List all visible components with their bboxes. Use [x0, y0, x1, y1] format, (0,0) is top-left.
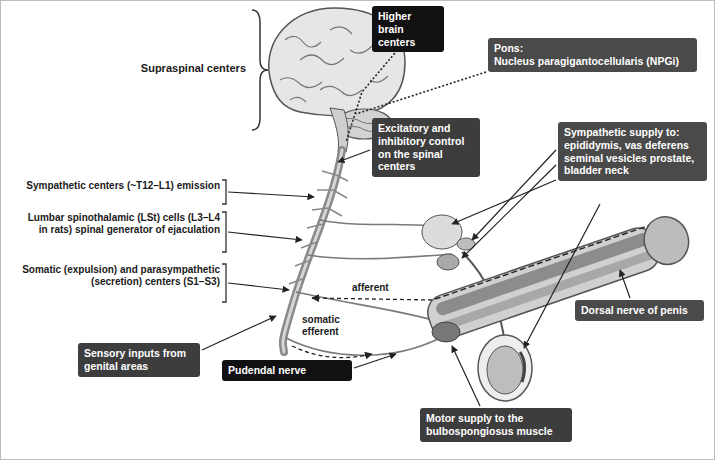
box-text: Pudendal nerve — [228, 364, 346, 377]
box-text: Excitatory and inhibitory control on the… — [378, 122, 474, 173]
box-text: epididymis, vas deferens seminal vesicle… — [564, 139, 701, 177]
callout-box: Higher brain centers — [372, 6, 444, 52]
callout-box: Pudendal nerve — [222, 360, 352, 381]
box-text: Higher brain centers — [378, 10, 438, 48]
brace — [252, 10, 268, 130]
box-text: Nucleus paragigantocellularis (NPGi) — [494, 55, 691, 68]
box-heading: Pons: — [494, 42, 691, 55]
callout-box: Dorsal nerve of penis — [575, 300, 704, 321]
callout-box: Pons:Nucleus paragigantocellularis (NPGi… — [488, 38, 697, 72]
testis — [478, 335, 532, 401]
annotation-label: Somatic (expulsion) and parasympathetic … — [20, 264, 220, 288]
brackets — [222, 180, 226, 302]
annotation-label: Lumbar spinothalamic (LSt) cells (L3–L4 … — [20, 212, 220, 236]
box-text: Motor supply to the bulbospongiosus musc… — [426, 412, 566, 438]
efferent-arrow — [292, 346, 372, 358]
annotation-label: Supraspinal centers — [118, 62, 246, 75]
annotation-label: somatic efferent — [300, 314, 356, 338]
box-text: Sensory inputs from genital areas — [84, 347, 194, 373]
annotation-label: afferent — [350, 282, 391, 294]
box-text: Dorsal nerve of penis — [581, 304, 698, 317]
callout-box: Motor supply to the bulbospongiosus musc… — [420, 408, 572, 442]
callout-box: Sympathetic supply to:epididymis, vas de… — [558, 122, 707, 181]
afferent-arrow — [312, 298, 432, 300]
leader-lines — [202, 47, 630, 406]
bulbospongiosus — [432, 322, 460, 342]
penis — [422, 211, 695, 345]
annotation-label: Sympathetic centers (~T12–L1) emission — [20, 180, 220, 192]
callout-box: Excitatory and inhibitory control on the… — [372, 118, 480, 177]
callout-box: Sensory inputs from genital areas — [78, 343, 200, 377]
box-heading: Sympathetic supply to: — [564, 126, 701, 139]
